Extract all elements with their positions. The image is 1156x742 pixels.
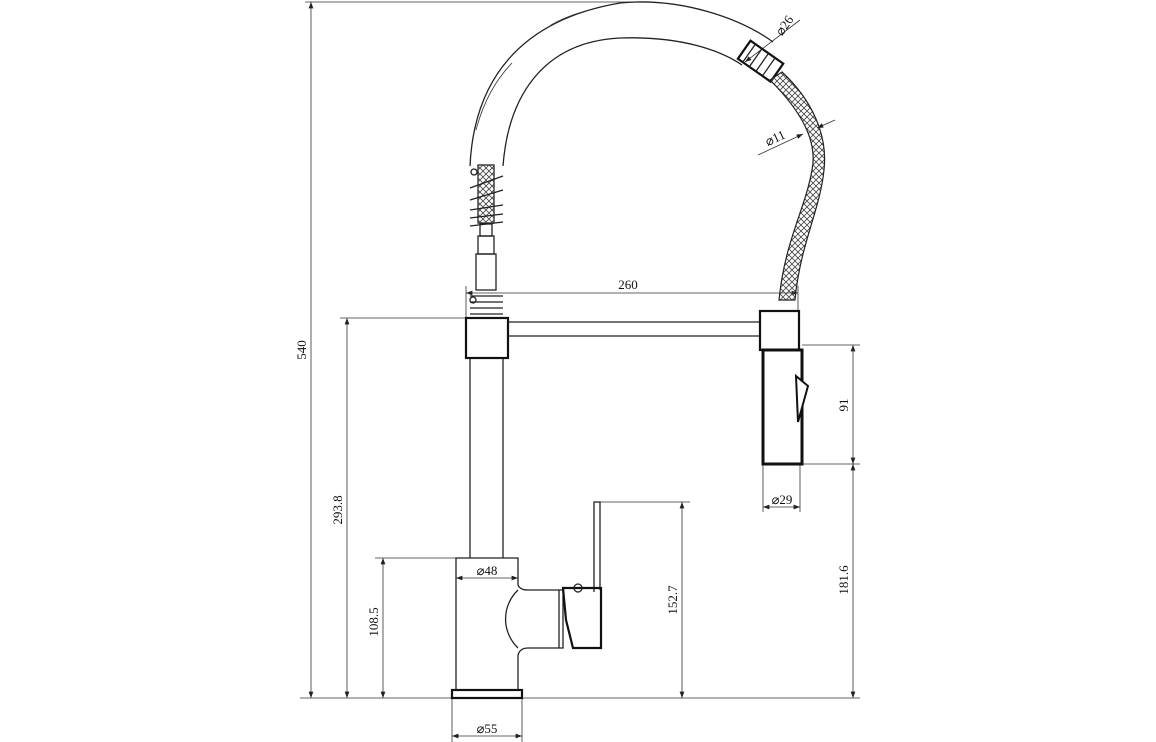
dim-label-d48: ⌀48 <box>477 563 498 578</box>
dimension-540: 540 <box>294 2 314 698</box>
braided-hose <box>769 71 826 301</box>
handle-lever <box>561 501 603 650</box>
dim-label-d55: ⌀55 <box>477 721 498 736</box>
hose-nut <box>736 39 785 84</box>
dim-label-d26: ⌀26 <box>772 12 797 38</box>
dim-label-293-8: 293.8 <box>330 495 345 524</box>
dimension-152-7: 152.7 <box>665 502 685 698</box>
dimension-diameter-26: ⌀26 <box>744 12 801 63</box>
dim-label-d11: ⌀11 <box>763 127 788 149</box>
extension-lines <box>300 1 860 742</box>
dimension-91: 91 <box>836 345 856 464</box>
dim-label-181-6: 181.6 <box>836 565 851 595</box>
dimension-293-8: 293.8 <box>330 318 350 698</box>
dimension-181-6: 181.6 <box>836 464 856 698</box>
spout-arc <box>469 1 774 167</box>
dimension-diameter-29: ⌀29 <box>763 492 800 510</box>
dim-label-260: 260 <box>618 277 638 292</box>
spray-head <box>761 348 810 466</box>
spring-upper <box>469 164 504 291</box>
dim-label-91: 91 <box>836 399 851 412</box>
spring-lower <box>469 295 503 315</box>
dim-label-152-7: 152.7 <box>665 585 680 615</box>
dimension-diameter-55: ⌀55 <box>452 721 522 739</box>
dimension-108-5: 108.5 <box>366 558 386 698</box>
faucet-body <box>450 557 564 700</box>
dim-label-d29: ⌀29 <box>772 492 793 507</box>
spout-column <box>464 309 801 558</box>
dimension-diameter-48: ⌀48 <box>456 563 518 581</box>
dim-label-108-5: 108.5 <box>366 607 381 636</box>
dim-label-540: 540 <box>294 340 309 360</box>
dimension-260: 260 <box>466 277 798 296</box>
